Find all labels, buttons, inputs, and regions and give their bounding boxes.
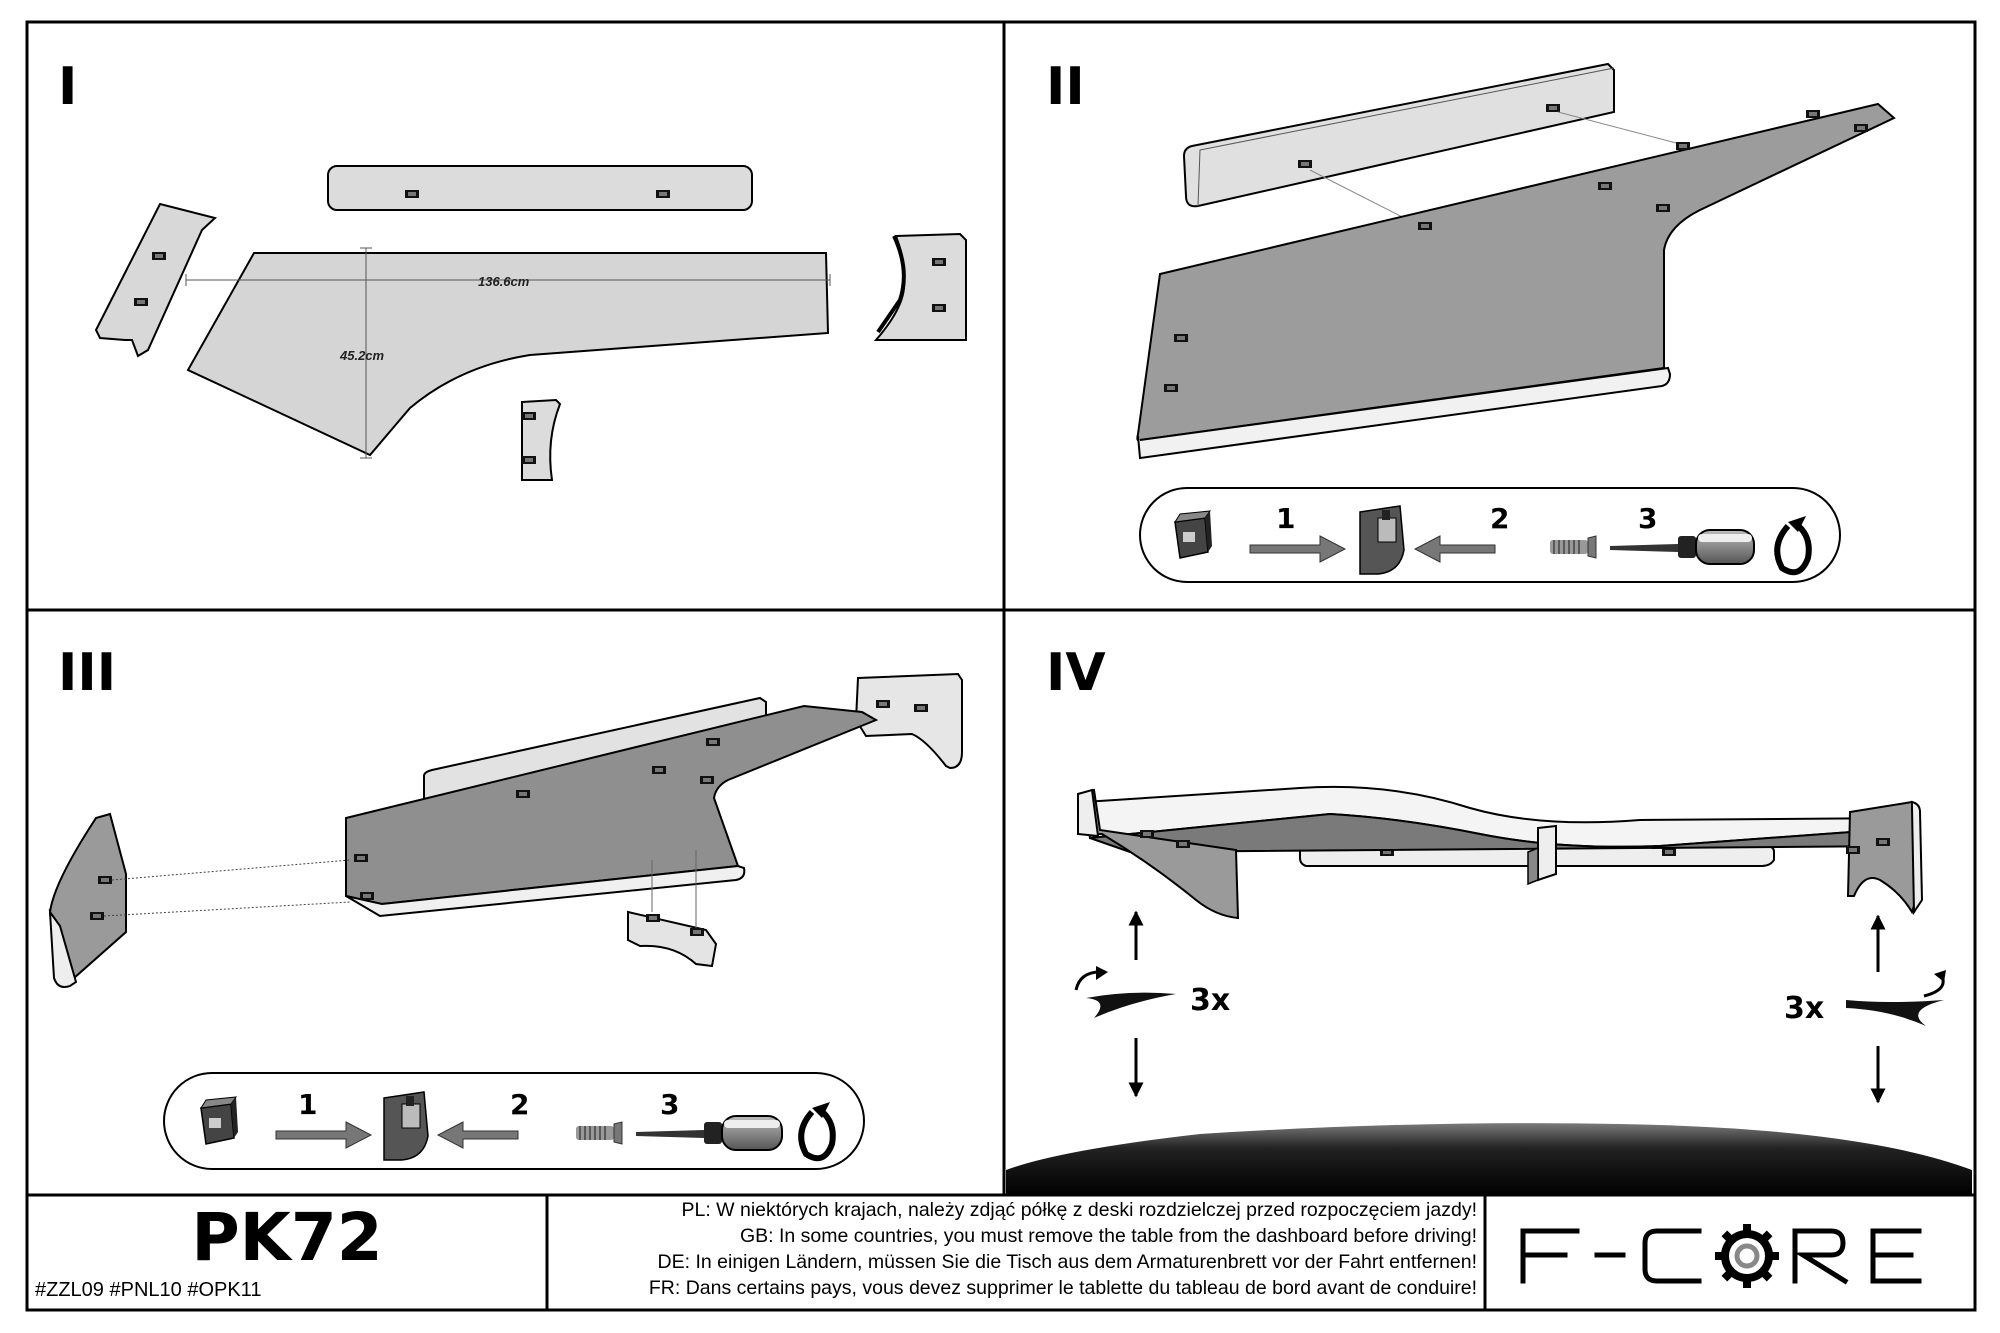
model-block: PK72 #ZZL09 #PNL10 #OPK11 <box>27 1195 547 1310</box>
panel-2-step-1-label: 1 <box>1276 502 1295 535</box>
panel-3-step-3-label: 3 <box>660 1088 679 1121</box>
panel-2: II 1 2 <box>1046 57 1896 583</box>
panel-3-step-1-label: 1 <box>298 1088 317 1121</box>
panel-2-step-3-label: 3 <box>1638 502 1657 535</box>
brand-logo <box>1485 1195 1975 1310</box>
panel-3-numeral: III <box>58 643 116 703</box>
right-turns-label: 3x <box>1784 991 1824 1026</box>
model-code: PK72 <box>191 1199 383 1276</box>
note-pl: PL: W niektórych krajach, należy zdjąć p… <box>681 1199 1477 1221</box>
f-core-logo <box>1520 1224 1922 1288</box>
panel-2-step-2-label: 2 <box>1490 502 1509 535</box>
depth-dimension-label: 45.2cm <box>339 348 385 363</box>
panel-3: III <box>48 643 963 1170</box>
panel-1: I 136.6cm 45.2cm <box>58 57 967 481</box>
panel-1-numeral: I <box>58 57 77 117</box>
panel-4: IV 3x 3x <box>1006 643 1972 1195</box>
dashboard-surface <box>1006 1123 1972 1195</box>
left-turns-label: 3x <box>1190 983 1230 1018</box>
warning-notes: PL: W niektórych krajach, należy zdjąć p… <box>547 1195 1485 1310</box>
panel-3-step-2-label: 2 <box>510 1088 529 1121</box>
note-gb: GB: In some countries, you must remove t… <box>739 1225 1477 1247</box>
model-tags: #ZZL09 #PNL10 #OPK11 <box>35 1279 262 1301</box>
panel-4-numeral: IV <box>1046 643 1106 703</box>
panel-2-numeral: II <box>1046 57 1085 117</box>
note-de: DE: In einigen Ländern, müssen Sie die T… <box>657 1251 1477 1273</box>
width-dimension-label: 136.6cm <box>478 274 530 289</box>
footer: PK72 #ZZL09 #PNL10 #OPK11 PL: W niektóry… <box>27 1195 1975 1310</box>
note-fr: FR: Dans certains pays, vous devez suppr… <box>648 1277 1477 1299</box>
